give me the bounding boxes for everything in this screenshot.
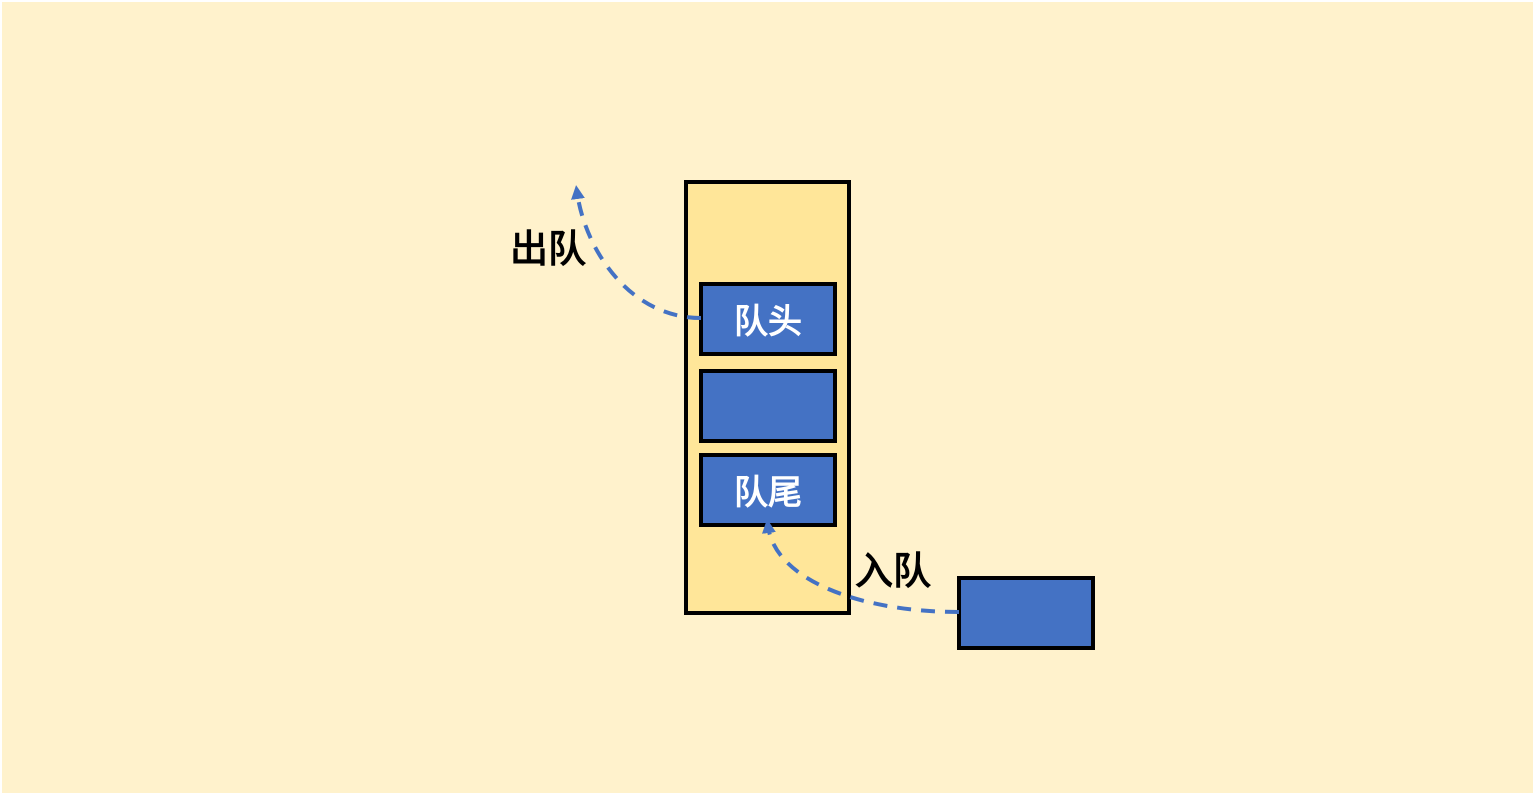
dequeue-arrow [571,185,702,320]
queue-cell-middle [699,369,837,443]
enqueue-arrow [761,519,960,614]
queue-cell-tail-box [699,453,837,527]
queue-cell-head-label: 队头 [734,302,802,342]
dequeue-label: 出队 [510,227,587,271]
queue-cell-tail-label: 队尾 [734,473,802,513]
queue-cell-middle-box [699,369,837,443]
incoming-element-box [957,576,1095,650]
queue-cell-head: 队头 [699,282,837,356]
enqueue-label: 入队 [855,549,932,593]
queue-cell-head-box [699,282,837,356]
incoming-element [957,576,1095,650]
queue-cell-tail: 队尾 [699,453,837,527]
